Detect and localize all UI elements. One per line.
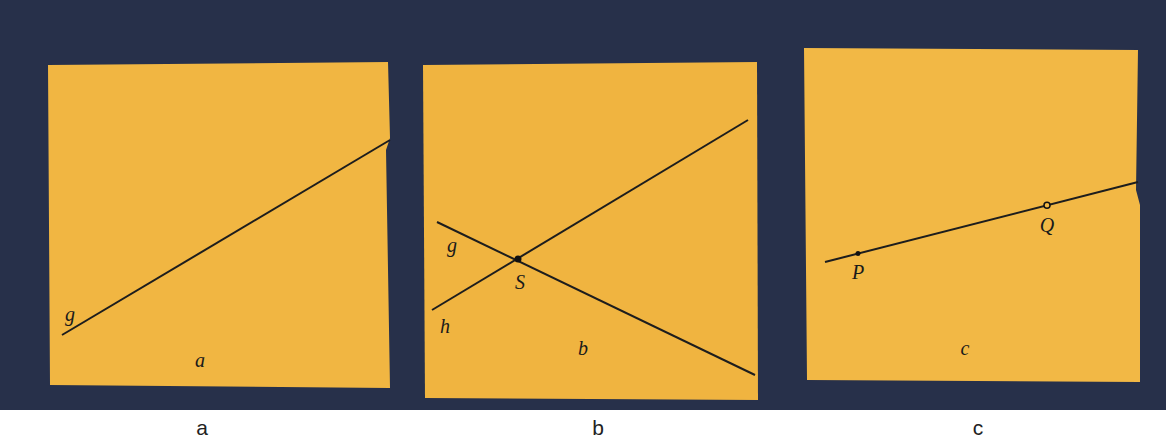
paper-sheet (48, 62, 390, 388)
paper-sheet (423, 62, 758, 400)
handwritten-label: Q (1040, 215, 1054, 235)
handwritten-label: b (578, 338, 588, 358)
line-h (432, 120, 748, 310)
panel-caption: c (973, 417, 984, 438)
paper-sheet (804, 48, 1140, 382)
point-marker (856, 251, 861, 256)
panel-caption: a (196, 417, 208, 438)
paper-note: P Qc (805, 49, 1140, 382)
intersection-point (515, 256, 522, 263)
line-g (62, 140, 390, 335)
caption-strip (0, 410, 1166, 441)
table-ground (0, 0, 1166, 410)
line-g (437, 222, 755, 375)
handwritten-label: c (961, 338, 970, 358)
handwritten-label: a (195, 350, 205, 370)
handwritten-label: g (65, 304, 75, 324)
point-marker (1044, 202, 1050, 208)
panel-caption: b (592, 417, 604, 438)
handwritten-label: S (515, 272, 525, 292)
handwritten-label: g (447, 235, 457, 255)
paper-note: ga (48, 63, 390, 386)
handwritten-label: h (440, 316, 450, 336)
paper-note: gSh b (423, 63, 758, 400)
handwritten-label: P (852, 262, 864, 282)
line-pq (825, 182, 1138, 262)
